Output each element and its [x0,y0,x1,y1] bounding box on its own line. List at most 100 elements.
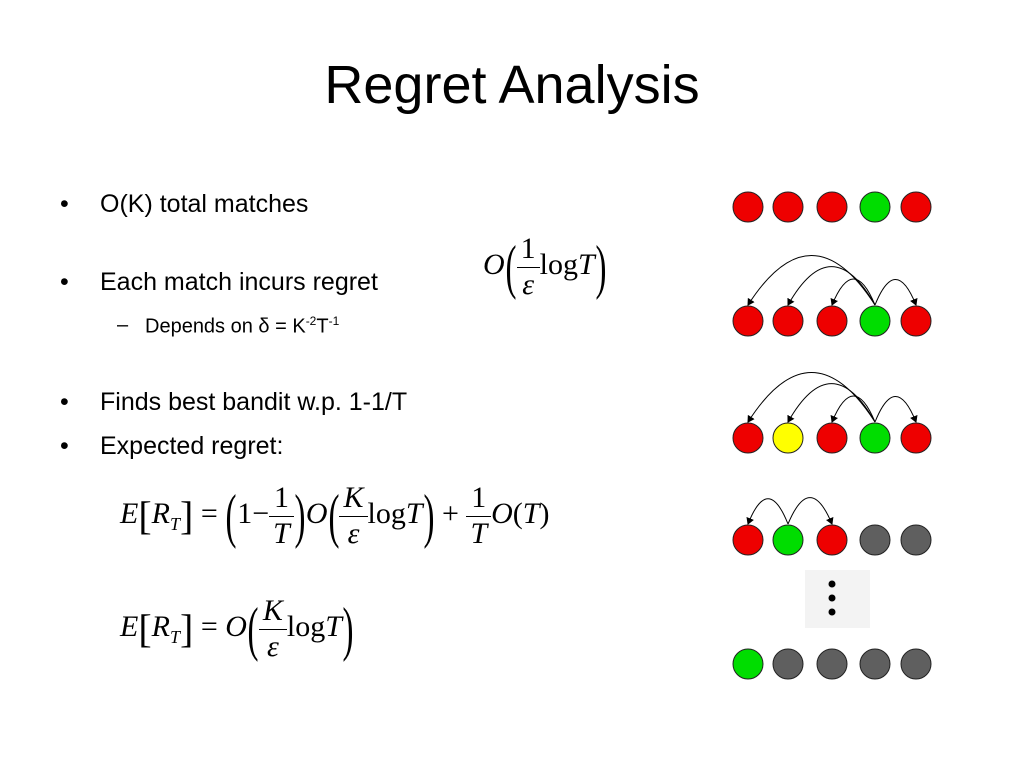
sub-bullet-text: Depends on δ = K [145,315,306,338]
comparison-arrow [787,497,834,525]
math-eq: = [200,609,218,643]
math-rparen-small: ) [539,496,550,530]
math-log: log [286,609,326,643]
bandit-circle-red [772,305,804,337]
math-rparen: ) [423,483,435,549]
math-lbrack: [ [138,493,152,538]
comparison-arrow [746,498,789,525]
diagram-rows [732,191,932,680]
math-E: E [120,496,139,530]
math-lparen: ( [327,483,339,549]
math-num: 1 [269,481,294,517]
bandit-circle-green [732,648,764,680]
math-lparen-small: ( [512,496,523,530]
sub-bullet-exp2: -1 [328,314,340,328]
math-den: T [273,516,290,550]
bandit-circle-red [816,524,848,556]
slide-title: Regret Analysis [324,55,700,115]
math-sub-T: T [169,626,180,647]
bandit-circle-red [900,191,932,223]
comparison-arrow [874,396,918,423]
math-rparen: ) [595,234,607,300]
bandit-circle-gray [859,648,891,680]
sub-bullet-exp1: -2 [305,314,317,328]
math-R: R [151,609,170,643]
bandit-circle-gray [772,648,804,680]
math-rparen: ) [342,596,354,662]
comparison-arrow [830,395,876,423]
math-num: 1 [516,232,540,268]
bandit-circle-red [816,191,848,223]
sub-bullet-dash: – [117,314,129,336]
math-num: K [339,481,368,517]
math-log: log [539,247,578,281]
comparison-arrow [747,255,876,306]
bandit-circle-red [816,305,848,337]
bullet-text: Expected regret: [100,432,284,460]
bullet-match-regret: • Each match incurs regret [60,268,378,296]
bullet-text: Each match incurs regret [100,268,378,296]
bullet-dot: • [60,432,69,460]
math-sub-T: T [169,513,180,534]
bullet-dot: • [60,190,69,218]
math-lparen: ( [247,596,259,662]
vertical-ellipsis [828,580,836,616]
bandit-circle-gray [859,524,891,556]
bandit-circle-red [900,422,932,454]
bandit-circle-red [732,305,764,337]
math-den: T [470,516,488,550]
math-one: 1 [237,496,253,530]
math-plus: + [442,496,459,530]
math-den: ε [267,629,279,663]
math-T: T [578,247,595,281]
comparison-arrow [787,266,876,306]
math-O: O [305,496,328,530]
math-E: E [120,609,139,643]
bandit-circle-green [772,524,804,556]
bandit-circle-gray [900,648,932,680]
math-O: O [491,496,513,530]
math-rparen: ) [294,483,306,549]
math-rbrack: ] [180,493,194,538]
math-num: 1 [466,481,492,517]
math-lparen: ( [225,483,237,549]
math-minus: − [252,496,270,530]
math-O: O [483,247,505,281]
bullet-dot: • [60,268,69,296]
bandit-circle-yellow [772,422,804,454]
bandit-circle-green [859,305,891,337]
bandit-circle-red [900,305,932,337]
math-R: R [151,496,170,530]
bullet-best-bandit: • Finds best bandit w.p. 1-1/T [60,388,408,416]
sub-bullet-depends: – Depends on δ = K-2T-1 [117,314,340,338]
bandit-circle-red [772,191,804,223]
bullet-total-matches: • O(K) total matches [60,192,308,217]
comparison-arrow [830,278,876,306]
bullet-text: Finds best bandit w.p. 1-1/T [100,388,408,416]
bandit-circle-red [732,524,764,556]
sub-bullet-mid: T [316,315,329,338]
bandit-circle-gray [816,648,848,680]
math-rbrack: ] [180,606,194,651]
math-O: O [225,609,247,643]
math-T: T [405,496,423,530]
math-eq: = [200,496,218,530]
math-den: ε [522,267,535,301]
math-lbrack: [ [138,606,152,651]
bandit-circle-red [816,422,848,454]
math-lparen: ( [505,234,517,300]
comparison-arrow [747,372,876,423]
comparison-arrow [874,279,918,306]
ellipsis-box [805,570,870,628]
math-log: log [367,496,406,530]
bullet-expected-regret: • Expected regret: [60,432,284,460]
